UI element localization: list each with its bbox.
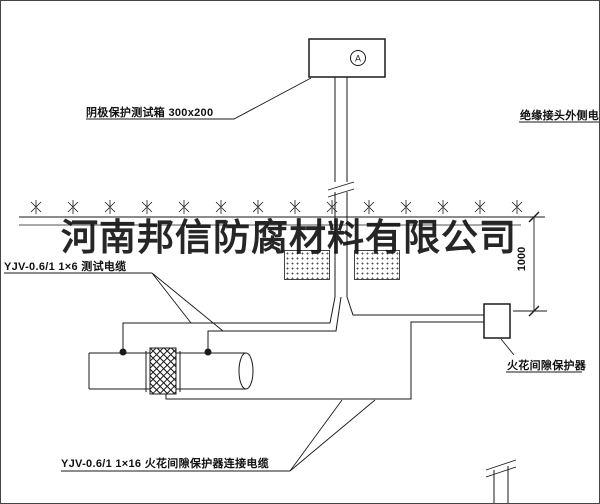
spark-cable-top <box>346 296 484 316</box>
cable-bond-point <box>204 348 212 356</box>
cable-runs <box>122 296 484 400</box>
pipeline <box>88 347 254 395</box>
company-watermark: 河南邦信防腐材料有限公司 <box>61 218 517 259</box>
spark-cable-bottom <box>165 321 484 400</box>
riser-conduit <box>327 77 355 297</box>
dimension-1000 <box>513 211 547 317</box>
insulated-joint-cable-label: 绝缘接头外侧电缆 <box>520 110 600 122</box>
leader-lines <box>4 77 599 472</box>
spark-gap-protector-label: 火花间隙保护器 <box>507 360 587 372</box>
pipe-stub-break-icon <box>485 459 517 503</box>
meter-circle-icon <box>350 50 366 66</box>
test-cable-label: YJV-0.6/1 1×6 测试电缆 <box>4 261 127 273</box>
dimension-value: 1000 <box>516 246 528 272</box>
test-box: A <box>308 38 386 78</box>
cable-bond-point <box>119 348 127 356</box>
test-cable-2 <box>207 296 342 353</box>
pipe-break-icon <box>327 181 355 198</box>
meter-letter: A <box>355 54 361 64</box>
concrete-block-left <box>284 250 330 280</box>
spark-cable-label: YJV-0.6/1 1×16 火花间隙保护器连接电缆 <box>61 458 270 470</box>
concrete-block-right <box>354 250 400 280</box>
spark-gap-protector <box>483 303 515 356</box>
ground-line <box>19 200 545 226</box>
test-cable-1 <box>122 296 336 353</box>
test-box-label: 阴极保护测试箱 300x200 <box>86 107 214 119</box>
